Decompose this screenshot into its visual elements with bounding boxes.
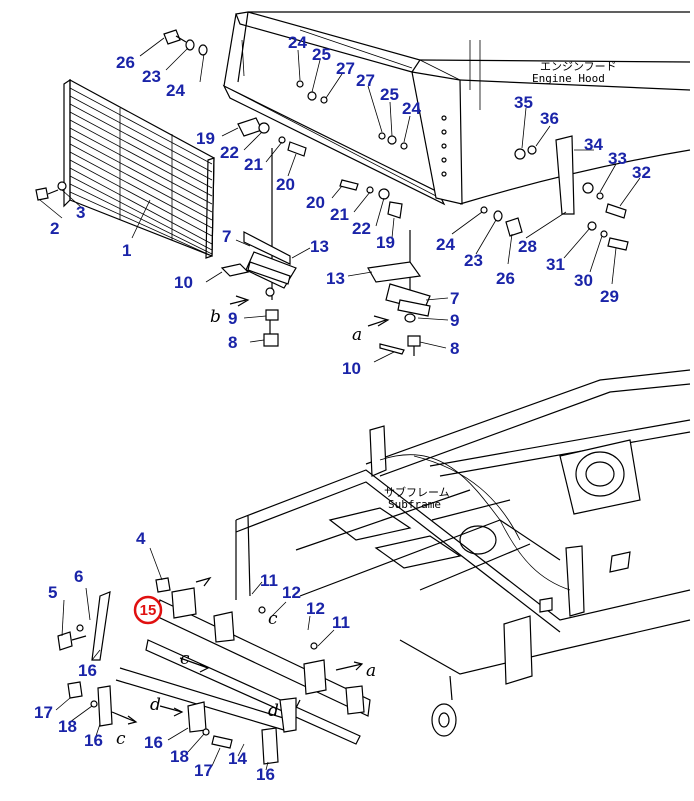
callout-10: 10 xyxy=(342,359,361,378)
engine-hood xyxy=(222,11,691,206)
callout-19: 19 xyxy=(196,129,215,148)
callout-11: 11 xyxy=(260,571,278,590)
callout-16: 16 xyxy=(84,731,103,750)
callout-9: 9 xyxy=(450,311,459,330)
subframe-jp-note: サブフレーム xyxy=(384,485,450,499)
callout-21: 21 xyxy=(330,205,349,224)
letter-a: a xyxy=(352,325,362,345)
callout-19: 19 xyxy=(376,233,395,252)
letter-b: b xyxy=(210,307,221,327)
callout-33: 33 xyxy=(608,149,627,168)
callout-26: 26 xyxy=(116,53,135,72)
callout-13: 13 xyxy=(310,237,329,256)
callout-9: 9 xyxy=(228,309,237,328)
letter-a: a xyxy=(366,661,376,681)
callout-23: 23 xyxy=(464,251,483,270)
callout-23: 23 xyxy=(142,67,161,86)
callout-4: 4 xyxy=(136,529,146,548)
callout-34: 34 xyxy=(584,135,603,154)
letter-c: c xyxy=(116,729,126,749)
callout-28: 28 xyxy=(518,237,537,256)
highlight-ring xyxy=(133,595,163,625)
hood-latch-left xyxy=(220,148,297,347)
callout-5: 5 xyxy=(48,583,57,602)
upper-hardware xyxy=(35,29,629,251)
callout-numbers: 26 23 24 24 25 27 27 25 24 35 36 34 33 3… xyxy=(34,33,651,784)
subframe xyxy=(235,369,691,737)
letter-c: c xyxy=(268,609,278,629)
callout-12: 12 xyxy=(282,583,301,602)
callout-6: 6 xyxy=(74,567,83,586)
callout-26: 26 xyxy=(496,269,515,288)
callout-13: 13 xyxy=(326,269,345,288)
engine-hood-jp-note: エンジンフード xyxy=(540,60,617,73)
callout-15: 15 xyxy=(140,602,157,619)
callout-20: 20 xyxy=(276,175,295,194)
callout-18: 18 xyxy=(170,747,189,766)
callout-7: 7 xyxy=(222,227,231,246)
callout-36: 36 xyxy=(540,109,559,128)
callout-17: 17 xyxy=(194,761,213,780)
callout-14: 14 xyxy=(228,749,247,768)
callout-11: 11 xyxy=(332,613,350,632)
highlighted-callout-15[interactable]: 15 xyxy=(133,595,163,625)
callout-16: 16 xyxy=(256,765,275,784)
callout-25: 25 xyxy=(312,45,331,64)
callout-17: 17 xyxy=(34,703,53,722)
callout-2: 2 xyxy=(50,219,59,238)
callout-25: 25 xyxy=(380,85,399,104)
callout-32: 32 xyxy=(632,163,651,182)
callout-22: 22 xyxy=(220,143,239,162)
radiator-grille xyxy=(63,78,215,259)
letter-c: c xyxy=(180,649,190,669)
callout-29: 29 xyxy=(600,287,619,306)
callout-16: 16 xyxy=(78,661,97,680)
callout-8: 8 xyxy=(228,333,237,352)
callout-24: 24 xyxy=(288,33,307,52)
callout-12: 12 xyxy=(306,599,325,618)
letter-d: d xyxy=(268,701,279,721)
callout-10: 10 xyxy=(174,273,193,292)
callout-20: 20 xyxy=(306,193,325,212)
callout-8: 8 xyxy=(450,339,459,358)
callout-24: 24 xyxy=(166,81,185,100)
callout-30: 30 xyxy=(574,271,593,290)
callout-22: 22 xyxy=(352,219,371,238)
callout-21: 21 xyxy=(244,155,263,174)
letter-d: d xyxy=(150,695,161,715)
callout-24: 24 xyxy=(402,99,421,118)
callout-27: 27 xyxy=(336,59,355,78)
subframe-en-note: Subframe xyxy=(388,498,441,511)
callout-7: 7 xyxy=(450,289,459,308)
callout-16: 16 xyxy=(144,733,163,752)
callout-35: 35 xyxy=(514,93,533,112)
callout-24: 24 xyxy=(436,235,455,254)
letter-marks: b a c d c a d c xyxy=(116,307,376,749)
engine-hood-en-note: Engine Hood xyxy=(532,72,605,85)
callout-1: 1 xyxy=(122,241,131,260)
leader-lines xyxy=(39,37,641,771)
callout-31: 31 xyxy=(546,255,565,274)
callout-3: 3 xyxy=(76,203,85,222)
callout-27: 27 xyxy=(356,71,375,90)
stay-assembly xyxy=(57,576,371,765)
hood-latch-right xyxy=(367,230,431,356)
callout-18: 18 xyxy=(58,717,77,736)
